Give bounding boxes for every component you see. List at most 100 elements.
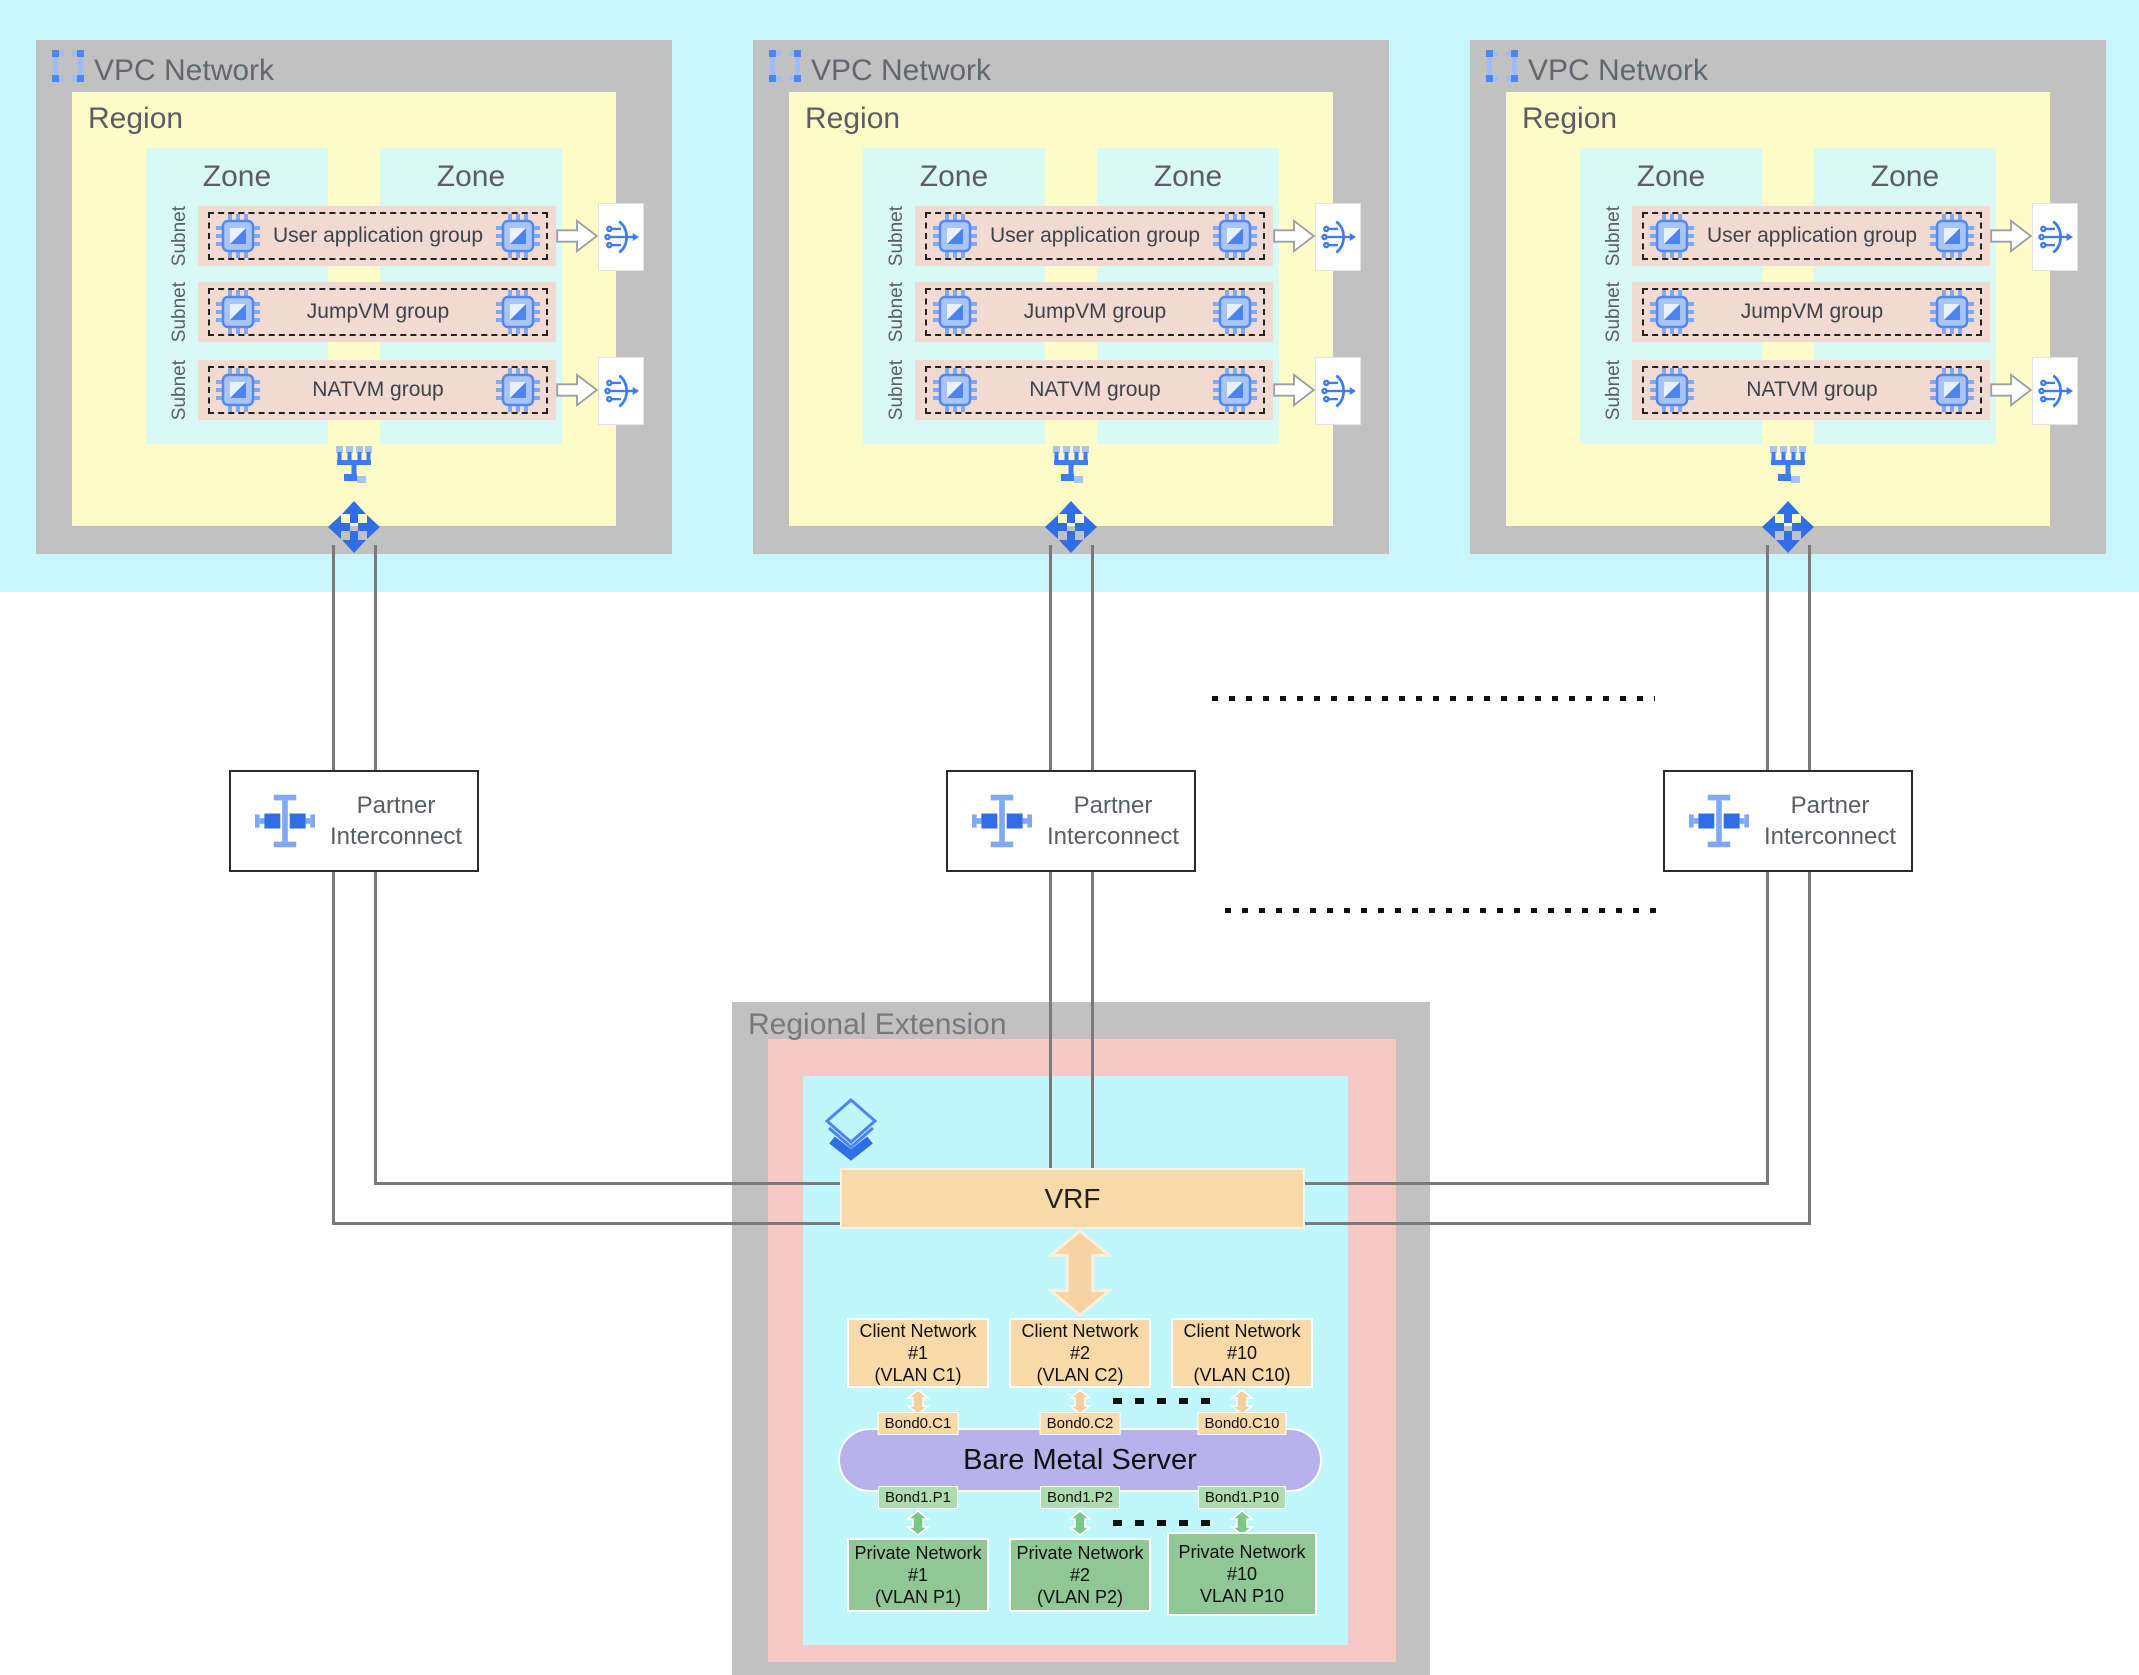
subnet-label: Subnet (886, 205, 907, 267)
instance-group-box: JumpVM group (1642, 288, 1982, 336)
private-network-node: Private Network #2(VLAN P2) (1009, 1538, 1151, 1612)
regional-extension-title: Regional Extension (748, 1008, 1007, 1041)
group-label: JumpVM group (306, 300, 450, 323)
vpc-title: VPC Network (1528, 54, 1709, 87)
bond-label: Bond0.C2 (1039, 1412, 1121, 1435)
egress-arrow (1990, 373, 2032, 407)
load-balancer-node (598, 357, 644, 425)
connector-line (1766, 545, 1769, 770)
dotted-separator (1113, 1398, 1213, 1404)
subnet-label: Subnet (1603, 205, 1624, 267)
client-network-node: Client Network #1(VLAN C1) (847, 1318, 989, 1388)
connector-line (374, 872, 377, 1185)
subnet-label: Subnet (886, 359, 907, 421)
vm-icon (933, 368, 977, 412)
zone-title: Zone (919, 160, 989, 193)
bond-arrow (1068, 1510, 1092, 1536)
group-label: User application group (989, 224, 1201, 247)
egress-arrow (1990, 219, 2032, 253)
instance-group-box: User application group (208, 212, 548, 260)
vm-icon (496, 214, 540, 258)
subnet-label-strip: Subnet (162, 206, 198, 266)
instance-group-box: NATVM group (1642, 366, 1982, 414)
subnet-label-strip: Subnet (1596, 360, 1632, 420)
load-balancer-node (1315, 357, 1361, 425)
region-box: Region Zone Zone Subnet User application… (789, 92, 1333, 526)
dotted-separator (1212, 696, 1655, 701)
subnet-label-strip: Subnet (162, 360, 198, 420)
region-title: Region (1522, 102, 1618, 135)
connector-line (1808, 872, 1811, 1225)
load-balancer-icon (604, 374, 639, 408)
load-balancer-icon (1321, 374, 1356, 408)
bond-label: Bond1.P10 (1197, 1486, 1287, 1509)
vm-icon (1650, 290, 1694, 334)
vpc-network-block: VPC Network Region Zone Zone Subnet User… (753, 40, 1389, 554)
vm-icon (1930, 368, 1974, 412)
egress-arrow (1273, 219, 1315, 253)
vpc-icon (769, 50, 801, 82)
subnet-area: JumpVM group (1632, 282, 1990, 342)
subnet-row: Subnet JumpVM group (162, 282, 556, 342)
egress-arrow (556, 373, 598, 407)
egress-arrow (556, 219, 598, 253)
vm-icon (496, 290, 540, 334)
subnet-label: Subnet (886, 281, 907, 343)
zone-title: Zone (436, 160, 506, 193)
vpc-title: VPC Network (811, 54, 992, 87)
subnet-area: User application group (1632, 206, 1990, 266)
subnet-row: Subnet User application group (162, 206, 556, 266)
vm-icon (1650, 214, 1694, 258)
client-network-node: Client Network #2(VLAN C2) (1009, 1318, 1151, 1388)
vm-icon (216, 214, 260, 258)
group-label: User application group (272, 224, 484, 247)
subnet-label-strip: Subnet (879, 206, 915, 266)
bond-label: Bond1.P1 (878, 1486, 958, 1509)
dotted-separator (1113, 1520, 1213, 1526)
subnet-area: User application group (915, 206, 1273, 266)
vm-icon (496, 368, 540, 412)
load-balancer-node (2032, 203, 2078, 271)
subnet-row: Subnet NATVM group (879, 360, 1273, 420)
instance-group-box: JumpVM group (208, 288, 548, 336)
subnet-label: Subnet (1603, 359, 1624, 421)
subnet-area: JumpVM group (915, 282, 1273, 342)
dotted-separator (1225, 908, 1662, 913)
vm-icon (216, 290, 260, 334)
group-label: NATVM group (1746, 378, 1878, 401)
subnet-label-strip: Subnet (1596, 282, 1632, 342)
bond-label: Bond0.C1 (877, 1412, 959, 1435)
region-box: Region Zone Zone Subnet User application… (1506, 92, 2050, 526)
bond-label: Bond1.P2 (1040, 1486, 1120, 1509)
subnet-area: NATVM group (1632, 360, 1990, 420)
subnet-label-strip: Subnet (162, 282, 198, 342)
vrf-node: VRF (840, 1168, 1305, 1229)
zone-title: Zone (1870, 160, 1940, 193)
zone-title: Zone (202, 160, 272, 193)
instance-group-box: JumpVM group (925, 288, 1265, 336)
vm-icon (933, 214, 977, 258)
subnet-area: JumpVM group (198, 282, 556, 342)
connector-line (332, 1222, 842, 1225)
load-balancer-icon (2038, 374, 2073, 408)
connector-line (374, 1182, 842, 1185)
subnet-label: Subnet (169, 281, 190, 343)
vm-icon (933, 290, 977, 334)
connector-line (1049, 872, 1052, 1170)
subnet-row: Subnet NATVM group (162, 360, 556, 420)
network-icon (1770, 446, 1806, 483)
subnet-label: Subnet (169, 359, 190, 421)
connector-line (1766, 872, 1769, 1185)
vpc-icon (52, 50, 84, 82)
subnet-row: Subnet User application group (879, 206, 1273, 266)
bare-metal-server-node: Bare Metal Server (838, 1428, 1322, 1492)
group-label: JumpVM group (1023, 300, 1167, 323)
subnet-area: NATVM group (915, 360, 1273, 420)
load-balancer-icon (604, 220, 639, 254)
interconnect-icon (972, 794, 1032, 848)
subnet-label-strip: Subnet (1596, 206, 1632, 266)
